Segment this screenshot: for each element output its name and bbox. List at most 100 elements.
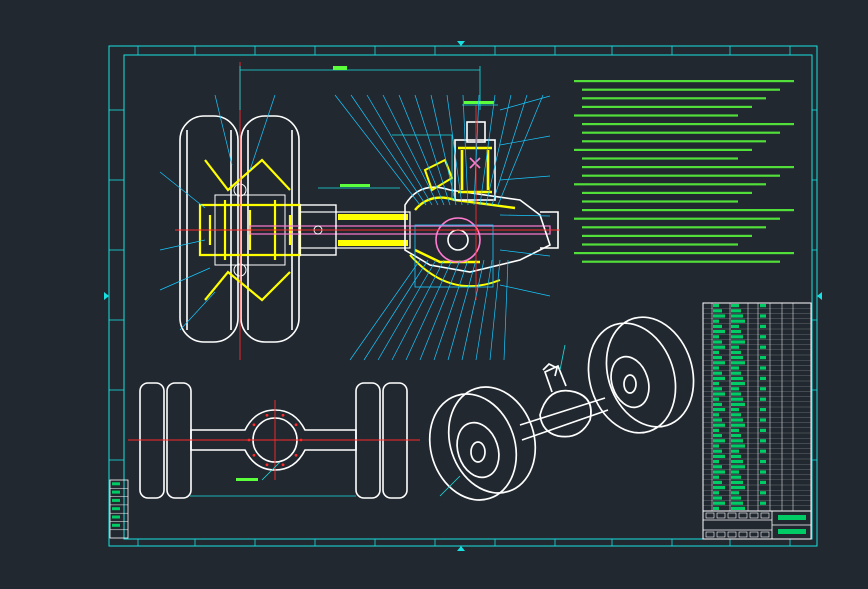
bom-cell-b-37 — [731, 496, 741, 500]
centerlines-section — [175, 62, 560, 360]
title-cell-top-4 — [749, 512, 759, 519]
bom-cell-a-34 — [713, 480, 722, 484]
title-cell-top-2 — [727, 512, 737, 519]
lower-cover — [409, 254, 501, 288]
leader-top-8 — [462, 94, 469, 206]
leader-lines — [159, 94, 551, 361]
bom-cell-b-18 — [731, 397, 743, 401]
leader-bottom-6 — [433, 259, 469, 361]
note-line-9 — [582, 157, 738, 160]
bom-cell-b-31 — [731, 465, 745, 469]
bom-cell-c-2 — [760, 314, 766, 318]
technical-notes — [574, 80, 794, 263]
leader-bottom-11 — [503, 259, 509, 361]
iso-hub-front — [470, 441, 486, 463]
bom-cell-b-15 — [731, 382, 745, 386]
leader-right-2 — [499, 175, 551, 181]
title-cell-bottom-5 — [760, 531, 770, 538]
leader-bottom-7 — [447, 259, 477, 361]
bom-cell-a-26 — [713, 439, 725, 443]
bom-cell-b-36 — [731, 491, 739, 495]
note-line-14 — [582, 200, 738, 203]
housing-bolt-3 — [265, 463, 269, 467]
bom-cell-a-37 — [713, 496, 722, 500]
note-line-6 — [582, 131, 780, 134]
bom-cell-a-8 — [713, 345, 725, 349]
bom-cell-a-10 — [713, 356, 722, 360]
leader-bottom-0 — [349, 259, 421, 361]
bom-cell-a-20 — [713, 408, 725, 412]
bom-cell-a-7 — [713, 340, 722, 344]
note-line-0 — [574, 80, 794, 83]
bom-cell-b-24 — [731, 428, 739, 432]
leader-top-6 — [430, 94, 457, 206]
signoff-label-3 — [112, 498, 120, 502]
bom-cell-b-28 — [731, 449, 739, 453]
housing-bolt-6 — [252, 423, 256, 427]
leader-left-0 — [214, 94, 233, 166]
bom-cell-c-0 — [760, 304, 766, 308]
note-line-16 — [574, 217, 780, 220]
leader-left-5 — [179, 291, 216, 331]
diff-case — [404, 186, 551, 273]
note-line-11 — [582, 174, 780, 177]
leader-top-3 — [382, 94, 439, 206]
note-line-8 — [574, 148, 752, 151]
bom-cell-b-38 — [731, 501, 743, 505]
bom-cell-b-1 — [731, 309, 741, 313]
title-block — [702, 510, 812, 540]
bom-cell-c-8 — [760, 345, 766, 349]
bom-cell-b-27 — [731, 444, 745, 448]
title-cell-bottom-2 — [727, 531, 737, 538]
parts-list-grid — [703, 303, 811, 511]
leader-bottom-1 — [363, 259, 429, 361]
bom-cell-a-23 — [713, 423, 725, 427]
note-line-20 — [574, 252, 794, 255]
bom-cell-b-20 — [731, 408, 739, 412]
title-cell-bottom-4 — [749, 531, 759, 538]
inner-border — [123, 54, 813, 540]
title-cell-top-5 — [760, 512, 770, 519]
bom-cell-b-9 — [731, 350, 741, 354]
pinion-fill — [458, 146, 492, 194]
iso-axle-beam — [519, 397, 609, 441]
bom-cell-b-16 — [731, 387, 739, 391]
leader-right-1 — [499, 135, 551, 146]
signoff-label-5 — [112, 515, 120, 519]
bom-cell-b-26 — [731, 439, 743, 443]
bom-cell-c-12 — [760, 366, 766, 370]
housing-bolt-2 — [281, 463, 285, 467]
top-view-leader — [261, 461, 281, 481]
bom-cell-a-16 — [713, 387, 722, 391]
bom-cell-b-35 — [731, 486, 745, 490]
bom-cell-a-36 — [713, 491, 719, 495]
bom-cell-a-3 — [713, 319, 719, 323]
bom-cell-b-33 — [731, 475, 741, 479]
rim-upper — [204, 158, 291, 192]
note-line-5 — [582, 123, 794, 126]
signoff-label-2 — [112, 490, 120, 494]
leader-bottom-10 — [489, 259, 501, 361]
leader-right-4 — [499, 249, 551, 257]
bom-cell-a-21 — [713, 413, 719, 417]
isometric-view — [428, 316, 695, 501]
bom-cell-a-28 — [713, 449, 722, 453]
bom-cell-a-31 — [713, 465, 722, 469]
bom-cell-a-18 — [713, 397, 719, 401]
bom-cell-a-19 — [713, 402, 722, 406]
bottom-center-arrow — [457, 546, 465, 551]
signoff-label-6 — [112, 523, 120, 527]
bom-cell-c-20 — [760, 408, 766, 412]
title-name-field — [778, 515, 806, 520]
bom-cell-a-0 — [713, 304, 719, 308]
leader-bottom-4 — [405, 259, 453, 361]
bom-cell-b-32 — [731, 470, 739, 474]
housing-bolt-4 — [252, 453, 256, 457]
leader-top-11 — [485, 94, 512, 206]
bom-cell-a-24 — [713, 428, 719, 432]
bom-cell-b-13 — [731, 371, 741, 375]
leader-left-3 — [159, 239, 206, 251]
leader-right-3 — [499, 214, 551, 217]
dim-track-label-box — [340, 184, 370, 187]
